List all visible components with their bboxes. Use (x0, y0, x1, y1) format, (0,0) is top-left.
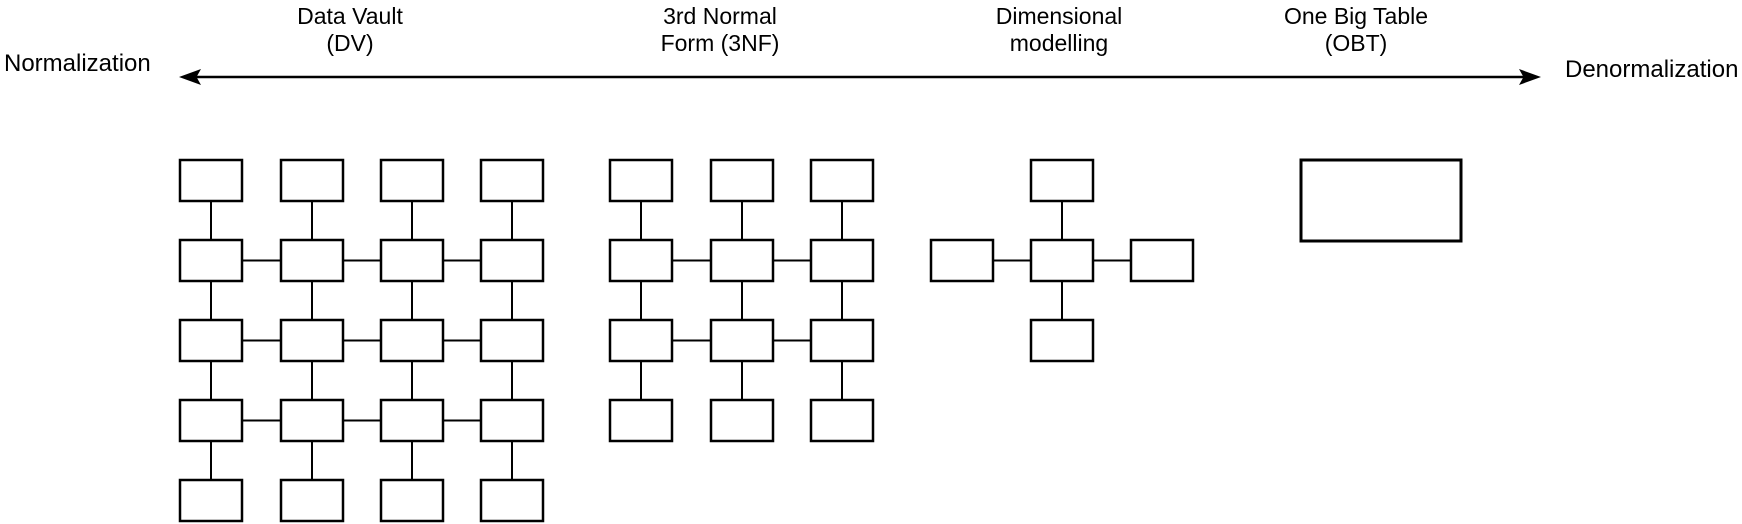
arrow-head-left-icon (179, 69, 201, 85)
entity-box (178, 318, 244, 363)
label-third-normal-form-line2: Form (3NF) (660, 30, 780, 56)
entity-box (379, 238, 445, 283)
entity-box (709, 238, 775, 283)
axis-label-normalization: Normalization (4, 50, 151, 77)
entity-box (608, 318, 674, 363)
label-one-big-table-line1: One Big Table (1283, 3, 1429, 29)
entity-box (479, 158, 545, 203)
entity-box (379, 318, 445, 363)
dimension-box (929, 238, 995, 283)
label-dimensional-modelling: Dimensional modelling (949, 3, 1169, 57)
big-table-box (1299, 158, 1463, 243)
entity-box (379, 478, 445, 523)
entity-box (809, 398, 875, 443)
entity-box (178, 158, 244, 203)
dimensional-modelling-diagram (929, 158, 1195, 363)
label-data-vault-line1: Data Vault (297, 3, 403, 29)
entity-box (279, 158, 345, 203)
entity-box (279, 238, 345, 283)
entity-box (809, 158, 875, 203)
label-data-vault: Data Vault (DV) (240, 3, 460, 57)
entity-box (279, 398, 345, 443)
entity-box (178, 238, 244, 283)
one-big-table-diagram (1299, 158, 1463, 243)
arrow-head-right-icon (1519, 69, 1541, 85)
entity-box (379, 158, 445, 203)
axis-label-denormalization: Denormalization (1565, 56, 1739, 83)
label-one-big-table-line2: (OBT) (1324, 30, 1388, 56)
entity-box (178, 398, 244, 443)
entity-box (279, 478, 345, 523)
entity-box (379, 398, 445, 443)
entity-box (279, 318, 345, 363)
entity-box (608, 158, 674, 203)
third-normal-form-diagram (608, 158, 875, 443)
entity-box (809, 238, 875, 283)
label-data-vault-line2: (DV) (326, 30, 374, 56)
entity-box (608, 398, 674, 443)
entity-box (479, 318, 545, 363)
entity-box (809, 318, 875, 363)
entity-box (479, 478, 545, 523)
entity-box (479, 398, 545, 443)
dimension-box (1129, 238, 1195, 283)
entity-box (709, 398, 775, 443)
label-dimensional-modelling-line1: Dimensional (995, 3, 1123, 29)
entity-box (479, 238, 545, 283)
entity-box (709, 158, 775, 203)
data-vault-diagram (178, 158, 545, 523)
entity-box (608, 238, 674, 283)
spectrum-arrow (179, 69, 1541, 85)
entity-box (709, 318, 775, 363)
label-one-big-table: One Big Table (OBT) (1246, 3, 1466, 57)
entity-box (178, 478, 244, 523)
label-third-normal-form-line1: 3rd Normal (663, 3, 777, 29)
dimension-box (1029, 158, 1095, 203)
label-dimensional-modelling-line2: modelling (1009, 30, 1109, 56)
label-third-normal-form: 3rd Normal Form (3NF) (610, 3, 830, 57)
dimension-box (1029, 318, 1095, 363)
fact-box (1029, 238, 1095, 283)
